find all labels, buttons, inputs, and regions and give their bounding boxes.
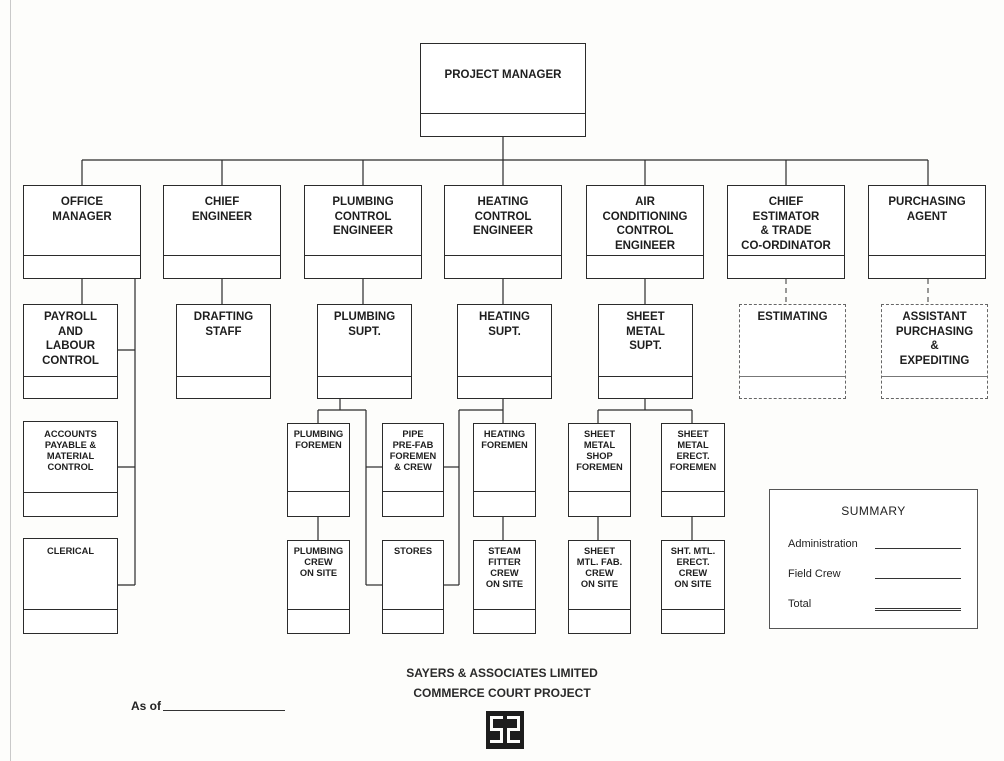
summary-row-field-crew: Field Crew [788, 566, 961, 582]
summary-row-administration: Administration [788, 536, 961, 552]
chief-engineer-label: CHIEF ENGINEER [191, 196, 253, 223]
steam-fitter-crew-label: STEAM FITTER CREW ON SITE [485, 546, 524, 589]
accounts-payable-box: ACCOUNTS PAYABLE & MATERIAL CONTROL [23, 421, 118, 517]
office-manager-box: OFFICE MANAGER [23, 185, 141, 279]
air-conditioning-control-engineer-box: AIR CONDITIONING CONTROL ENGINEER [586, 185, 704, 279]
sheet-metal-supt-label: SHEET METAL SUPT. [626, 311, 665, 353]
pipe-prefab-box: PIPE PRE-FAB FOREMEN & CREW [382, 423, 444, 517]
company-name: SAYERS & ASSOCIATES LIMITED [406, 666, 598, 680]
summary-total-line [875, 608, 961, 611]
heating-control-engineer-label: HEATING CONTROL ENGINEER [472, 196, 534, 238]
box-divider [474, 609, 535, 610]
plumbing-control-engineer-label: PLUMBING CONTROL ENGINEER [332, 196, 394, 238]
sheet-metal-erect-crew-label: SHT. MTL. ERECT. CREW ON SITE [670, 546, 716, 589]
clerical-box: CLERICAL [23, 538, 118, 634]
summary-row-total: Total [788, 596, 961, 612]
as-of-blank-line [163, 710, 285, 711]
box-divider [662, 491, 724, 492]
estimating-box: ESTIMATING [739, 304, 846, 399]
plumbing-crew-box: PLUMBING CREW ON SITE [287, 540, 350, 634]
box-divider [728, 255, 844, 256]
box-divider [445, 255, 561, 256]
heating-supt-box: HEATING SUPT. [457, 304, 552, 399]
steam-fitter-crew-box: STEAM FITTER CREW ON SITE [473, 540, 536, 634]
summary-title: SUMMARY [841, 504, 906, 518]
pipe-prefab-label: PIPE PRE-FAB FOREMEN & CREW [389, 429, 437, 472]
office-manager-label: OFFICE MANAGER [52, 196, 112, 223]
summary-box: SUMMARY Administration Field Crew Total [769, 489, 978, 629]
plumbing-control-engineer-box: PLUMBING CONTROL ENGINEER [304, 185, 422, 279]
box-divider [458, 376, 551, 377]
stores-box: STORES [382, 540, 444, 634]
box-divider [740, 376, 845, 377]
estimating-label: ESTIMATING [757, 311, 828, 323]
sheet-metal-shop-foremen-box: SHEET METAL SHOP FOREMEN [568, 423, 631, 517]
drafting-staff-box: DRAFTING STAFF [176, 304, 271, 399]
box-divider [569, 491, 630, 492]
summary-row-label: Field Crew [788, 568, 841, 580]
sheet-metal-supt-box: SHEET METAL SUPT. [598, 304, 693, 399]
plumbing-foremen-label: PLUMBING FOREMEN [293, 429, 344, 450]
heating-foremen-label: HEATING FOREMEN [481, 429, 528, 450]
box-divider [288, 609, 349, 610]
sayers-logo-icon [486, 711, 524, 749]
box-divider [569, 609, 630, 610]
box-divider [318, 376, 411, 377]
plumbing-foremen-box: PLUMBING FOREMEN [287, 423, 350, 517]
box-divider [869, 255, 985, 256]
clerical-label: CLERICAL [47, 546, 94, 556]
box-divider [662, 609, 724, 610]
heating-foremen-box: HEATING FOREMEN [473, 423, 536, 517]
payroll-label: PAYROLL AND LABOUR CONTROL [42, 311, 99, 368]
assistant-purchasing-box: ASSISTANT PURCHASING & EXPEDITING [881, 304, 988, 399]
payroll-box: PAYROLL AND LABOUR CONTROL [23, 304, 118, 399]
box-divider [882, 376, 987, 377]
box-divider [164, 255, 280, 256]
summary-blank-line [875, 548, 961, 549]
project-manager-label: PROJECT MANAGER [444, 69, 562, 81]
plumbing-supt-label: PLUMBING SUPT. [333, 311, 396, 338]
summary-blank-line [875, 578, 961, 579]
box-divider [24, 255, 140, 256]
box-divider [383, 491, 443, 492]
sheet-metal-shop-foremen-label: SHEET METAL SHOP FOREMEN [576, 429, 623, 472]
air-conditioning-control-engineer-label: AIR CONDITIONING CONTROL ENGINEER [602, 196, 688, 253]
summary-row-label: Total [788, 598, 812, 610]
box-divider [24, 376, 117, 377]
purchasing-agent-label: PURCHASING AGENT [888, 196, 966, 223]
sheet-metal-erect-foremen-label: SHEET METAL ERECT. FOREMEN [669, 429, 717, 472]
drafting-staff-label: DRAFTING STAFF [193, 311, 254, 338]
heating-control-engineer-box: HEATING CONTROL ENGINEER [444, 185, 562, 279]
sheet-metal-erect-foremen-box: SHEET METAL ERECT. FOREMEN [661, 423, 725, 517]
page-edge [10, 0, 11, 761]
box-divider [288, 491, 349, 492]
assistant-purchasing-label: ASSISTANT PURCHASING & EXPEDITING [895, 311, 974, 368]
box-divider [383, 609, 443, 610]
box-divider [305, 255, 421, 256]
project-name: COMMERCE COURT PROJECT [413, 686, 591, 700]
plumbing-crew-label: PLUMBING CREW ON SITE [293, 546, 344, 578]
box-divider [24, 609, 117, 610]
heating-supt-label: HEATING SUPT. [479, 311, 530, 338]
stores-label: STORES [393, 546, 433, 556]
project-manager-box: PROJECT MANAGER [420, 43, 586, 137]
box-divider [474, 491, 535, 492]
sheet-metal-fab-crew-box: SHEET MTL. FAB. CREW ON SITE [568, 540, 631, 634]
box-divider [177, 376, 270, 377]
as-of-label: As of [131, 699, 161, 713]
summary-row-label: Administration [788, 538, 858, 550]
purchasing-agent-box: PURCHASING AGENT [868, 185, 986, 279]
sheet-metal-erect-crew-box: SHT. MTL. ERECT. CREW ON SITE [661, 540, 725, 634]
chief-engineer-box: CHIEF ENGINEER [163, 185, 281, 279]
box-divider [24, 492, 117, 493]
plumbing-supt-box: PLUMBING SUPT. [317, 304, 412, 399]
box-divider [587, 255, 703, 256]
sheet-metal-fab-crew-label: SHEET MTL. FAB. CREW ON SITE [576, 546, 623, 589]
chief-estimator-label: CHIEF ESTIMATOR & TRADE CO-ORDINATOR [741, 196, 831, 253]
chief-estimator-box: CHIEF ESTIMATOR & TRADE CO-ORDINATOR [727, 185, 845, 279]
box-divider [599, 376, 692, 377]
box-divider [421, 113, 585, 114]
accounts-payable-label: ACCOUNTS PAYABLE & MATERIAL CONTROL [44, 429, 97, 472]
